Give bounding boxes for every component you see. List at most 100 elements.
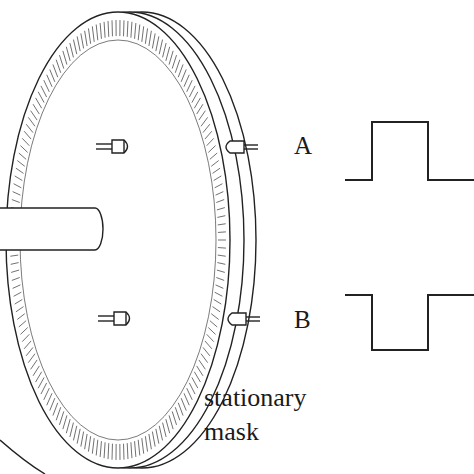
slot-mark [116,20,117,36]
slot-mark [17,161,24,167]
slot-mark [156,429,159,444]
slot-mark [213,307,221,312]
slot-mark [50,398,55,410]
slot-mark [218,231,226,233]
slot-mark [116,444,117,460]
slot-mark [92,26,94,42]
slot-mark [16,168,24,173]
shaft [0,208,103,250]
slot-mark [218,224,226,225]
slot-mark [22,334,29,341]
arc-line [0,440,45,474]
slot-mark [216,192,224,196]
slot-mark [123,20,124,36]
slot-mark [88,28,90,43]
waveform-a [345,122,474,180]
slot-mark [12,200,20,203]
slot-mark [217,216,225,218]
emitter-lens [123,140,124,153]
slot-mark [28,354,35,363]
slot-mark [217,208,225,210]
lead-wire [98,315,114,316]
slot-mark [181,69,186,81]
receiver [228,313,246,325]
slot-mark [152,33,155,48]
slot-mark [194,372,200,382]
slot-mark [28,117,35,126]
slot-mark [123,444,124,460]
slot-mark [135,23,136,39]
slot-mark [131,22,132,38]
lead-wire [246,320,260,321]
slot-mark [166,419,170,433]
slot-mark [216,200,224,203]
slot-mark [66,47,70,61]
slot-mark [11,270,19,272]
slot-mark [189,383,195,394]
slot-mark [127,21,129,37]
slot-mark [145,28,147,43]
slot-mark [192,377,198,388]
slot-mark [19,153,26,159]
slot-mark [16,307,24,312]
slot-mark [205,341,212,349]
slot-mark [77,429,80,444]
slot-mark [85,31,87,46]
slot-mark [81,432,84,447]
slot-mark [215,292,223,296]
slot-mark [24,131,31,139]
slot-mark [100,441,101,457]
slot-mark [215,184,223,188]
slot-mark [15,176,23,181]
slot-mark [36,372,42,382]
slot-mark [197,366,203,376]
emitter-lens [125,312,126,325]
slot-mark [13,285,21,289]
slot-mark [169,51,173,65]
slot-mark [92,438,94,454]
slot-mark [163,43,167,57]
slot-mark [218,240,226,241]
lead-wire [96,143,112,144]
slot-mark [20,328,27,335]
slot-mark [38,377,44,388]
slot-mark [53,64,58,77]
slot-mark [131,442,132,458]
slot-mark [156,36,159,51]
slot-mark [12,277,20,280]
slot-mark [201,354,208,363]
slot-mark [44,388,49,400]
slot-mark [70,423,74,437]
slot-mark [203,347,210,355]
slot-mark [213,168,221,173]
slot-mark [119,20,120,36]
slot-mark [100,23,101,39]
slot-mark [184,393,189,405]
slot-mark [41,86,47,97]
slot-mark [14,292,22,296]
slot-mark [33,104,39,114]
signal-label: B [294,305,334,335]
slot-mark [11,263,19,265]
lead-wire [244,148,258,149]
slot-mark [208,328,215,335]
slot-mark [96,25,98,41]
slot-mark [81,33,84,48]
slot-mark [189,86,195,97]
slot-mark [207,334,214,341]
slot-mark [208,146,215,153]
slot-mark [152,432,155,447]
slot-mark [149,434,151,449]
slot-mark [145,436,147,451]
slot-mark [104,442,105,458]
slot-mark [85,434,87,449]
slot-mark [210,321,217,327]
slot-mark [142,438,144,454]
slot-mark [217,270,225,272]
receiver [226,141,244,153]
part-label: stationary mask [204,381,339,449]
slot-mark [181,398,186,410]
slot-mark [172,411,176,424]
slot-mark [50,69,55,81]
slot-mark [10,255,18,256]
